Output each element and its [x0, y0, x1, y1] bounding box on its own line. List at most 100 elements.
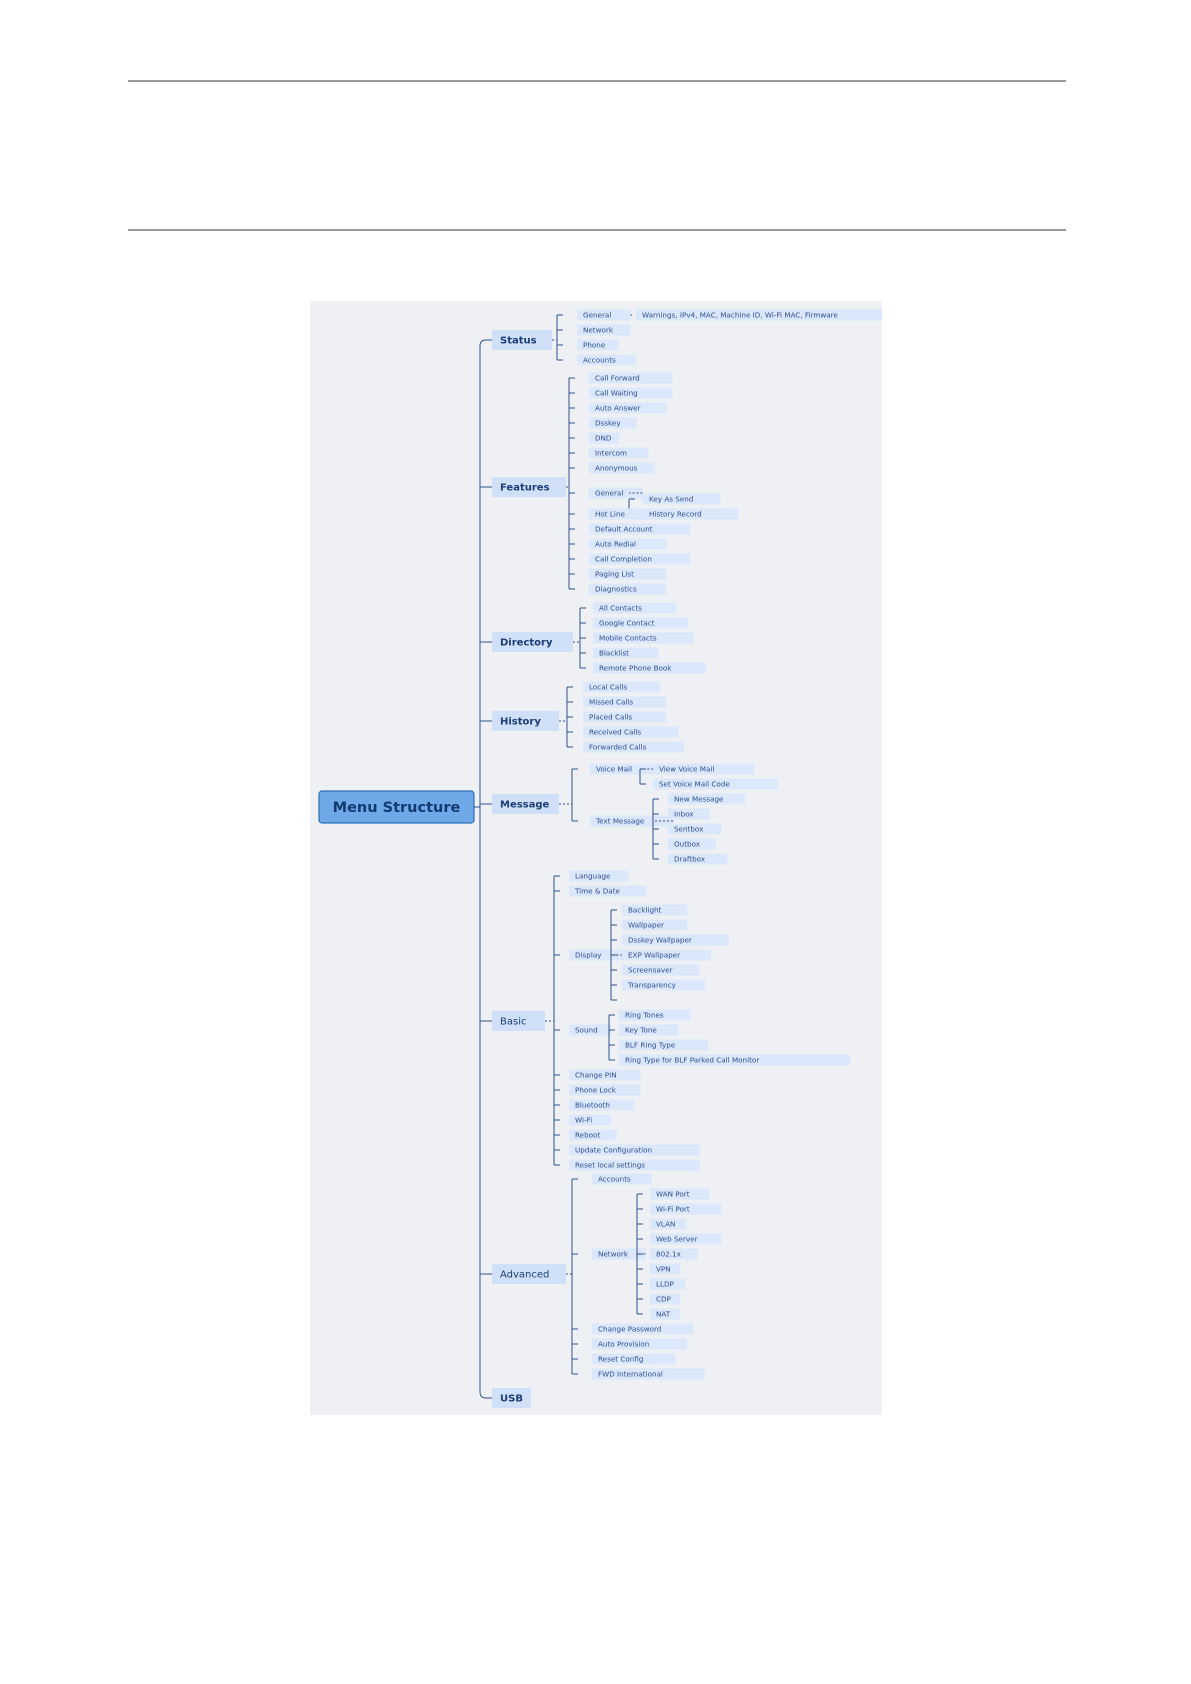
menu-item-network-vlan: VLAN	[650, 1218, 686, 1230]
menu-item-voice-mail-set-voice-mail-code-label: Set Voice Mail Code	[659, 780, 730, 789]
menu-item-basic-bluetooth-label: Bluetooth	[575, 1101, 610, 1110]
menu-item-sound-key-tone-box	[619, 1024, 679, 1036]
category-usb-box	[492, 1388, 531, 1408]
menu-item-voice-mail-view-voice-mail-label: View Voice Mail	[659, 765, 714, 774]
menu-item-message-text-message: Text Message	[590, 815, 674, 827]
menu-item-basic-update-configuration-label: Update Configuration	[575, 1146, 652, 1155]
menu-item-sound-ring-type-for-blf-parked-call-monitor: Ring Type for BLF Parked Call Monitor	[619, 1054, 851, 1066]
menu-item-text-message-sentbox-label: Sentbox	[674, 825, 704, 834]
trunk-connector	[479, 339, 487, 1399]
menu-item-basic-time-date: Time & Date	[569, 885, 647, 897]
menu-item-features-auto-redial: Auto Redial	[589, 538, 667, 550]
menu-item-basic-reboot-label: Reboot	[575, 1131, 600, 1140]
category-basic-label: Basic	[500, 1017, 526, 1028]
menu-item-features-call-waiting: Call Waiting	[589, 387, 673, 399]
menu-item-directory-google-contact-box	[593, 617, 688, 629]
menu-item-advanced-change-password-box	[592, 1323, 693, 1335]
category-directory-label: Directory	[500, 638, 553, 649]
menu-item-history-received-calls-label: Received Calls	[589, 728, 641, 737]
menu-item-general-warnings-ipv4-mac-machine-id-wi-fi-mac-firmware-label: Warnings, IPv4, MAC, Machine ID, Wi-Fi M…	[642, 311, 838, 320]
menu-item-voice-mail-view-voice-mail-box	[653, 763, 754, 775]
menu-item-general-key-as-send: Key As Send	[643, 493, 721, 505]
menu-item-text-message-inbox-box	[668, 808, 710, 820]
menu-item-basic-reset-local-settings: Reset local settings	[569, 1159, 700, 1171]
menu-item-display-transparency: Transparency	[622, 979, 706, 991]
menu-item-advanced-network: Network	[592, 1248, 646, 1260]
menu-item-advanced-network-label: Network	[598, 1250, 629, 1259]
menu-item-status-phone-box	[577, 339, 619, 351]
menu-item-features-diagnostics-box	[589, 583, 667, 595]
menu-item-directory-blacklist: Blacklist	[593, 647, 659, 659]
menu-item-directory-mobile-contacts-box	[593, 632, 694, 644]
menu-item-features-auto-answer: Auto Answer	[589, 402, 667, 414]
menu-item-advanced-accounts: Accounts	[592, 1173, 652, 1185]
menu-item-history-forwarded-calls: Forwarded Calls	[583, 741, 684, 753]
menu-item-directory-mobile-contacts-label: Mobile Contacts	[599, 634, 657, 643]
menu-item-basic-display-label: Display	[575, 951, 602, 960]
menu-item-sound-ring-type-for-blf-parked-call-monitor-label: Ring Type for BLF Parked Call Monitor	[625, 1056, 759, 1065]
menu-item-directory-remote-phone-book-box	[593, 662, 706, 674]
menu-item-features-diagnostics: Diagnostics	[589, 583, 667, 595]
menu-item-directory-all-contacts: All Contacts	[593, 602, 677, 614]
menu-item-features-default-account: Default Account	[589, 523, 690, 535]
menu-item-display-transparency-box	[622, 979, 706, 991]
menu-item-network-vlan-box	[650, 1218, 686, 1230]
category-advanced-box	[492, 1264, 566, 1284]
menu-item-sound-blf-ring-type-label: BLF Ring Type	[625, 1041, 676, 1050]
menu-item-features-anonymous-box	[589, 462, 655, 474]
menu-item-history-forwarded-calls-box	[583, 741, 684, 753]
menu-item-status-network-box	[577, 324, 631, 336]
menu-item-network-wan-port: WAN Port	[650, 1188, 710, 1200]
menu-item-status-general-label: General	[583, 311, 611, 320]
menu-item-features-dnd: DND	[589, 432, 619, 444]
menu-item-text-message-inbox-label: Inbox	[674, 810, 694, 819]
menu-item-history-placed-calls: Placed Calls	[583, 711, 667, 723]
category-message: Message	[492, 794, 559, 814]
menu-item-status-general-box	[577, 309, 631, 321]
menu-item-directory-google-contact: Google Contact	[593, 617, 688, 629]
menu-item-features-default-account-box	[589, 523, 690, 535]
menu-item-history-placed-calls-box	[583, 711, 667, 723]
menu-item-voice-mail-set-voice-mail-code: Set Voice Mail Code	[653, 778, 778, 790]
menu-item-sound-ring-tones: Ring Tones	[619, 1009, 691, 1021]
category-status-label: Status	[500, 336, 537, 347]
menu-item-message-text-message-label: Text Message	[595, 817, 645, 826]
menu-item-text-message-new-message: New Message	[668, 793, 746, 805]
category-status: Status	[492, 330, 552, 350]
category-message-box	[492, 794, 559, 814]
menu-item-network-lldp-box	[650, 1278, 686, 1290]
menu-item-sound-ring-tones-box	[619, 1009, 691, 1021]
menu-item-network-vpn: VPN	[650, 1263, 680, 1275]
menu-item-general-key-as-send-label: Key As Send	[649, 495, 693, 504]
menu-item-features-general-label: General	[595, 489, 623, 498]
menu-item-general-history-record: History Record	[643, 508, 738, 520]
menu-item-display-exp-wallpaper: EXP Wallpaper	[622, 949, 712, 961]
menu-item-features-dnd-label: DND	[595, 434, 612, 443]
menu-item-history-missed-calls-box	[583, 696, 667, 708]
menu-item-status-accounts-label: Accounts	[583, 356, 616, 365]
menu-item-basic-reset-local-settings-label: Reset local settings	[575, 1161, 645, 1170]
menu-item-text-message-new-message-box	[668, 793, 746, 805]
menu-item-basic-language-box	[569, 870, 629, 882]
header-rule-bottom	[128, 229, 1066, 231]
menu-item-advanced-reset-config-box	[592, 1353, 676, 1365]
menu-item-sound-key-tone: Key Tone	[619, 1024, 679, 1036]
menu-item-advanced-accounts-box	[592, 1173, 652, 1185]
menu-item-basic-phone-lock-label: Phone Lock	[575, 1086, 617, 1095]
category-usb: USB	[492, 1388, 531, 1408]
menu-item-status-phone-label: Phone	[583, 341, 606, 350]
menu-item-features-general: General	[589, 487, 643, 499]
menu-item-display-screensaver-label: Screensaver	[628, 966, 673, 975]
menu-item-network-wi-fi-port: Wi-Fi Port	[650, 1203, 722, 1215]
menu-item-basic-reboot: Reboot	[569, 1129, 617, 1141]
menu-item-status-accounts: Accounts	[577, 354, 637, 366]
category-features-box	[492, 477, 566, 497]
menu-item-network-wi-fi-port-label: Wi-Fi Port	[656, 1205, 690, 1214]
menu-item-basic-language: Language	[569, 870, 629, 882]
menu-item-message-voice-mail-label: Voice Mail	[596, 765, 632, 774]
menu-item-network-web-server: Web Server	[650, 1233, 722, 1245]
menu-item-advanced-auto-provision-box	[592, 1338, 687, 1350]
menu-item-message-voice-mail: Voice Mail	[590, 763, 662, 775]
menu-item-display-backlight: Backlight	[622, 904, 688, 916]
menu-item-basic-phone-lock-box	[569, 1084, 641, 1096]
